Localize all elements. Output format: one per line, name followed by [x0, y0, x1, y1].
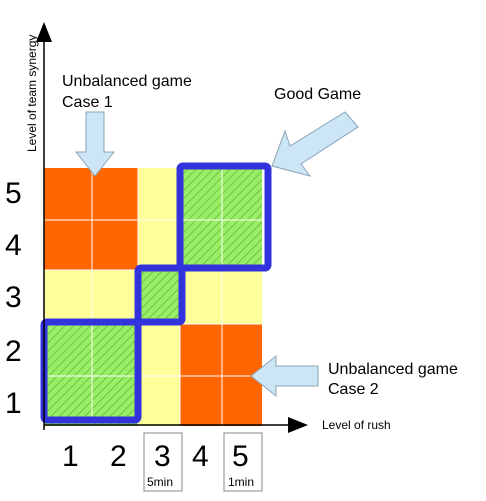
- x-tick-2: 2: [110, 440, 127, 473]
- grid-cell: [180, 324, 222, 376]
- x-axis-title: Level of rush: [322, 418, 391, 432]
- grid-cell: [92, 270, 138, 324]
- grid-cell: [44, 324, 92, 376]
- diagonal-arrow-icon: [271, 111, 359, 177]
- x-tick-5: 5: [232, 440, 249, 473]
- y-axis: [36, 22, 52, 430]
- grid-cell: [180, 220, 222, 270]
- grid-cell: [44, 270, 92, 324]
- y-axis-title: Level of team synergy: [25, 35, 39, 152]
- y-tick-5: 5: [5, 177, 22, 210]
- grid-cell: [44, 220, 92, 270]
- good-game-outline: [40, 162, 272, 424]
- annotation-case1-line1: Unbalanced game: [62, 73, 192, 90]
- x-tick-4: 4: [192, 440, 209, 473]
- grid-cell: [138, 220, 180, 270]
- grid-cell: [92, 324, 138, 376]
- x-tick-5-box: [223, 432, 263, 492]
- grid-cell: [138, 270, 180, 324]
- annotation-good-game: Good Game: [274, 86, 361, 103]
- grid-cell: [180, 270, 222, 324]
- grid-cell: [222, 220, 262, 270]
- x-tick-5-note: 1min: [228, 475, 254, 489]
- grid-cells: [44, 168, 262, 426]
- y-tick-2: 2: [5, 335, 22, 368]
- annotation-case2-line2: Case 2: [328, 381, 379, 398]
- y-tick-1: 1: [5, 387, 22, 420]
- down-arrow-icon: [74, 111, 116, 177]
- x-axis: [44, 417, 308, 433]
- grid-cell: [222, 270, 262, 324]
- x-tick-1: 1: [62, 440, 79, 473]
- left-arrow-icon: [250, 354, 319, 398]
- y-tick-4: 4: [5, 229, 22, 262]
- grid-cell: [92, 168, 138, 220]
- grid-cell: [222, 324, 262, 376]
- annotation-case2-line1: Unbalanced game: [328, 361, 458, 378]
- grid-cell: [138, 376, 180, 426]
- y-tick-3: 3: [5, 281, 22, 314]
- grid-cell: [44, 168, 92, 220]
- grid-cell: [138, 324, 180, 376]
- grid-cell: [138, 168, 180, 220]
- x-tick-3-box: [143, 432, 183, 492]
- grid-cell: [180, 376, 222, 426]
- grid-cell: [180, 168, 222, 220]
- annotation-case1-line2: Case 1: [62, 94, 113, 111]
- x-tick-3-note: 5min: [147, 475, 173, 489]
- grid-cell: [92, 220, 138, 270]
- grid-cell: [222, 168, 262, 220]
- x-tick-3: 3: [154, 440, 171, 473]
- grid-cell: [222, 376, 262, 426]
